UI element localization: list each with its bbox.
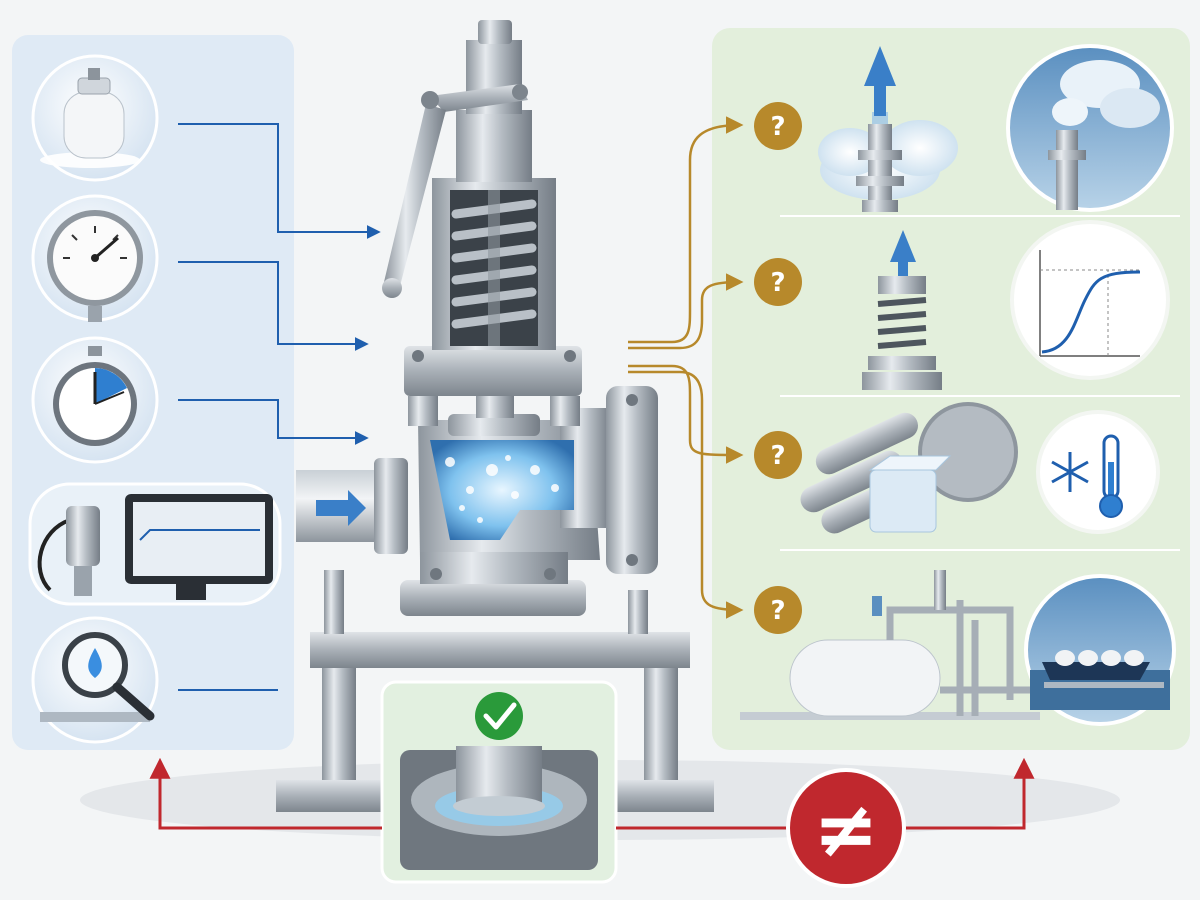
safety-relief-valve-cutaway-icon <box>276 20 714 812</box>
feedback-line-right <box>904 757 1035 830</box>
not-equal-badge: ≠ <box>786 768 906 888</box>
connector-line-2 <box>178 261 369 351</box>
not-equal-symbol: ≠ <box>813 785 878 875</box>
cryogenic-temperature-icon <box>1036 410 1160 534</box>
stopwatch-icon <box>31 336 159 464</box>
question-mark-1: ? <box>770 112 785 142</box>
question-badge-3: ? <box>754 431 802 479</box>
leak-detection-magnifier-icon <box>31 616 159 744</box>
connector-line-3 <box>178 399 369 445</box>
question-badge-1: ? <box>754 102 802 150</box>
lift-curve-chart-icon <box>1010 220 1170 380</box>
gold-connectors <box>628 116 744 619</box>
gas-cylinder-icon <box>31 54 159 182</box>
question-badge-2: ? <box>754 258 802 306</box>
pressure-sensor-monitor-icon <box>28 482 282 606</box>
valve-venting-cloud-icon <box>818 46 958 212</box>
valve-seat-closeup-icon <box>380 680 618 884</box>
question-mark-4: ? <box>770 596 785 626</box>
question-mark-2: ? <box>770 268 785 298</box>
metal-bars-ice-icon <box>800 402 1018 534</box>
vent-stack-plume-icon <box>1006 44 1174 212</box>
lng-carrier-ship-icon <box>1024 574 1176 726</box>
check-icon <box>475 692 523 740</box>
pressure-gauge-icon <box>31 194 159 322</box>
connector-line-1 <box>178 123 381 239</box>
feedback-line-left <box>149 757 382 830</box>
question-mark-3: ? <box>770 441 785 471</box>
lng-tank-piping-icon <box>740 570 1040 720</box>
spring-lift-icon <box>862 230 942 390</box>
question-badge-4: ? <box>754 586 802 634</box>
